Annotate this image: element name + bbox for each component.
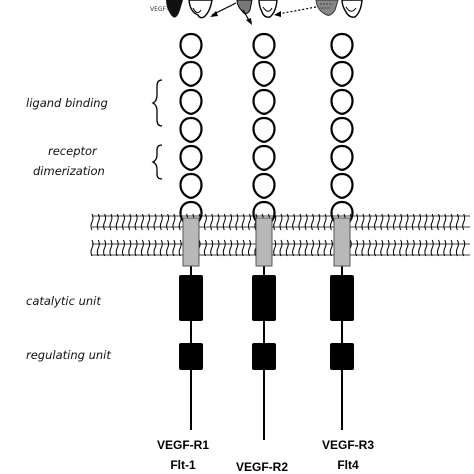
lipid-lower	[455, 239, 459, 257]
ligand-outline-3	[341, 0, 363, 18]
receptor-alias-r1: Flt-1	[170, 458, 196, 472]
lipid-lower	[449, 239, 453, 257]
kinase-domain	[252, 275, 276, 321]
left-labels: ligand binding receptor dimerization cat…	[26, 96, 111, 362]
lipid-lower	[178, 239, 182, 257]
lipid-lower	[90, 239, 94, 257]
lipid-lower	[298, 239, 302, 257]
ligand-dark-left	[166, 0, 183, 18]
lipid-lower	[437, 239, 440, 257]
lipid-lower	[103, 239, 107, 257]
regulatory-domain	[252, 343, 276, 370]
braces	[151, 79, 163, 180]
lipid-lower	[235, 239, 239, 257]
label-regulating-unit: regulating unit	[26, 348, 111, 362]
lipid-lower	[128, 239, 132, 257]
ig-domains	[179, 32, 203, 228]
lipid-lower	[203, 239, 207, 257]
ligand-outline-1	[188, 0, 213, 19]
lipid-lower	[273, 239, 277, 257]
lipid-lower	[367, 239, 371, 257]
label-dimerization: dimerization	[33, 164, 105, 178]
receptor-name-r2: VEGF-R2	[236, 460, 288, 474]
lipid-lower	[329, 239, 333, 257]
receptor-vegf-r1	[179, 32, 203, 430]
lipid-lower	[229, 239, 233, 257]
lipid-lower	[462, 239, 466, 257]
lipid-lower	[311, 239, 314, 257]
transmembrane-domain	[333, 217, 351, 267]
lipid-lower	[115, 239, 119, 257]
lipid-lower	[96, 239, 100, 257]
ligands: VEGF-B	[150, 0, 363, 25]
receptor-labels: VEGF-R1 Flt-1 VEGF-R2 VEGF-R3 Flt4	[157, 438, 374, 474]
label-catalytic-unit: catalytic unit	[26, 294, 101, 308]
lipid-bilayer	[90, 213, 470, 257]
lipid-lower	[279, 239, 283, 257]
label-ligand-binding: ligand binding	[26, 96, 108, 110]
lipid-lower	[424, 239, 428, 257]
lipid-lower	[166, 239, 170, 257]
lipid-lower	[317, 239, 321, 257]
lipid-lower	[159, 239, 163, 257]
receptor-alias-r3: Flt4	[337, 458, 359, 472]
lipid-lower	[216, 239, 220, 257]
receptor-name-r1: VEGF-R1	[157, 438, 209, 452]
label-receptor: receptor	[48, 144, 98, 158]
lipid-lower	[147, 239, 151, 257]
lipid-lower	[323, 239, 327, 257]
lipid-lower	[418, 239, 422, 257]
lipid-lower	[248, 239, 251, 257]
kinase-domain	[179, 275, 203, 321]
lipid-lower	[405, 239, 409, 257]
lipid-lower	[386, 239, 390, 257]
lipid-lower	[392, 239, 396, 257]
lipid-lower	[153, 239, 157, 257]
ligand-gray-mid	[236, 0, 253, 15]
lipid-lower	[285, 239, 289, 257]
ligand-label-left: VEGF-B	[150, 6, 172, 13]
lipid-lower	[304, 239, 308, 257]
lipid-lower	[122, 239, 125, 257]
lipid-lower	[430, 239, 434, 257]
ig-domains	[252, 32, 276, 228]
transmembrane-domain	[182, 217, 200, 267]
receptor-vegf-r2	[252, 32, 276, 440]
lipid-lower	[222, 239, 226, 257]
regulatory-domain	[330, 343, 354, 370]
lipid-lower	[380, 239, 384, 257]
lipid-lower	[411, 239, 415, 257]
transmembrane-domain	[255, 217, 273, 267]
lipid-lower	[210, 239, 214, 257]
receptor-name-r3: VEGF-R3	[322, 438, 374, 452]
lipid-lower	[241, 239, 245, 257]
brace-dimerization	[151, 144, 163, 180]
lipid-lower	[134, 239, 138, 257]
kinase-domain	[330, 275, 354, 321]
receptor-vegf-r3	[330, 32, 354, 430]
lipid-lower	[399, 239, 403, 257]
lipid-lower	[361, 239, 365, 257]
lipid-lower	[374, 239, 377, 257]
ligand-outline-2	[258, 0, 278, 18]
regulatory-domain	[179, 343, 203, 370]
lipid-lower	[443, 239, 447, 257]
lipid-lower	[292, 239, 296, 257]
receptors	[179, 32, 354, 440]
lipid-lower	[355, 239, 359, 257]
cell-membrane	[90, 213, 470, 257]
lipid-lower	[140, 239, 144, 257]
ig-domains	[330, 32, 354, 228]
lipid-lower	[109, 239, 113, 257]
brace-ligand-binding	[151, 79, 163, 127]
lipid-lower	[172, 239, 176, 257]
